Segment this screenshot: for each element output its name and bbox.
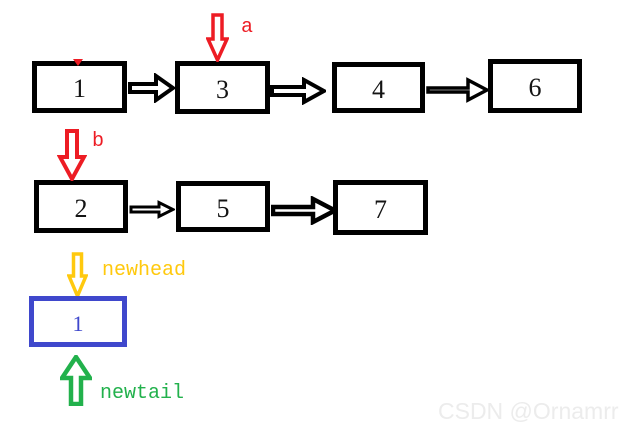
newtail-label: newtail [100, 382, 185, 405]
node-box-4: 4 [332, 62, 425, 113]
node-box-7: 7 [333, 180, 428, 235]
newtail-arrow-icon [60, 355, 92, 406]
next-arrow-icon [129, 200, 175, 219]
node-value: 5 [216, 193, 230, 223]
node-value: 3 [216, 74, 229, 104]
red-mark-icon [73, 59, 83, 66]
pointer-b-arrow-icon [57, 129, 87, 181]
next-arrow-icon [270, 77, 326, 105]
next-arrow-icon [128, 73, 175, 103]
node-value: 1 [72, 310, 84, 336]
newhead-arrow-icon [67, 252, 88, 298]
watermark: CSDN @Ornamrr [438, 398, 619, 424]
pointer-a-arrow-icon [206, 13, 229, 62]
node-box-6: 6 [488, 59, 582, 113]
node-box-5: 5 [176, 181, 270, 232]
node-box-2: 2 [34, 180, 128, 233]
node-value: 6 [528, 73, 542, 102]
newhead-label: newhead [102, 259, 187, 282]
node-box-1: 1 [32, 61, 127, 113]
merged-node-box-1: 1 [29, 296, 127, 347]
node-box-3: 3 [175, 61, 270, 114]
node-value: 4 [372, 74, 385, 104]
node-value: 7 [374, 194, 387, 224]
pointer-a-label: a [241, 16, 254, 39]
node-value: 1 [73, 74, 86, 103]
node-value: 2 [74, 193, 88, 223]
pointer-b-label: b [92, 130, 105, 153]
next-arrow-icon [271, 196, 337, 225]
next-arrow-icon [426, 75, 489, 105]
